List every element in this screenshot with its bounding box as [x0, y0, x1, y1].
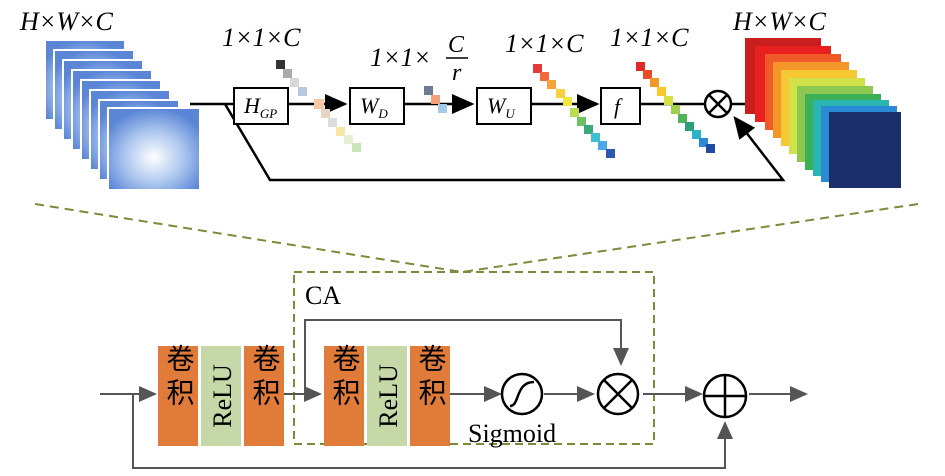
zoom-connector-lines [34, 203, 919, 273]
gp-vector [276, 60, 361, 152]
up-dims-label: 1×1×C [505, 29, 584, 58]
svg-text:1×1×: 1×1× [370, 43, 431, 72]
input-dims-label: H×W×C [19, 7, 114, 36]
relu-block-2: ReLU [374, 364, 403, 428]
bottom-flow-lines [100, 319, 808, 469]
sigmoid-label: Sigmoid [468, 419, 556, 448]
up-vector [533, 64, 615, 158]
conv-block-2: 卷积 [249, 344, 281, 412]
relu-block-2-bg [367, 346, 407, 446]
multiply-node [596, 372, 640, 416]
conv-block-1: 卷积 [163, 344, 195, 412]
add-node [702, 373, 748, 419]
svg-text:r: r [452, 60, 462, 86]
svg-text:f: f [614, 94, 623, 119]
sigmoid-node [500, 372, 544, 416]
gp-dims-label: 1×1×C [222, 23, 301, 52]
conv-block-3: 卷积 [329, 344, 361, 412]
svg-text:C: C [448, 32, 465, 58]
reduced-vector [424, 86, 447, 113]
output-feature-stack [745, 38, 901, 188]
f-dims-label: 1×1×C [610, 23, 689, 52]
wu-op-box: WU [476, 87, 532, 125]
svg-text:HGP: HGP [243, 93, 277, 121]
input-feature-stack [44, 39, 201, 191]
conv-block-3-bg [324, 346, 364, 446]
svg-text:WU: WU [487, 93, 516, 121]
reduce-dims-label: 1×1× C r [370, 32, 468, 86]
conv-block-4-bg [410, 346, 450, 446]
top-multiply-node [703, 89, 733, 119]
f-op-box: f [600, 87, 641, 125]
se-block-diagram: H×W×C HGP WD WU [19, 7, 901, 191]
residual-ca-block: CA 卷积 ReLU 卷积 卷积 ReLU 卷积 [100, 271, 808, 469]
svg-text:WD: WD [360, 93, 388, 121]
ca-label: CA [305, 281, 341, 310]
relu-block-1: ReLU [208, 364, 237, 428]
f-vector [636, 62, 715, 153]
wd-op-box: WD [349, 87, 405, 125]
ca-module-border [293, 271, 655, 445]
relu-block-1-bg [201, 346, 241, 446]
hgp-op-box: HGP [233, 87, 289, 125]
sigmoid-curve-icon [509, 380, 535, 408]
output-dims-label: H×W×C [732, 7, 827, 36]
conv-block-1-bg [158, 346, 198, 446]
conv-block-4: 卷积 [415, 344, 447, 412]
conv-block-2-bg [244, 346, 284, 446]
